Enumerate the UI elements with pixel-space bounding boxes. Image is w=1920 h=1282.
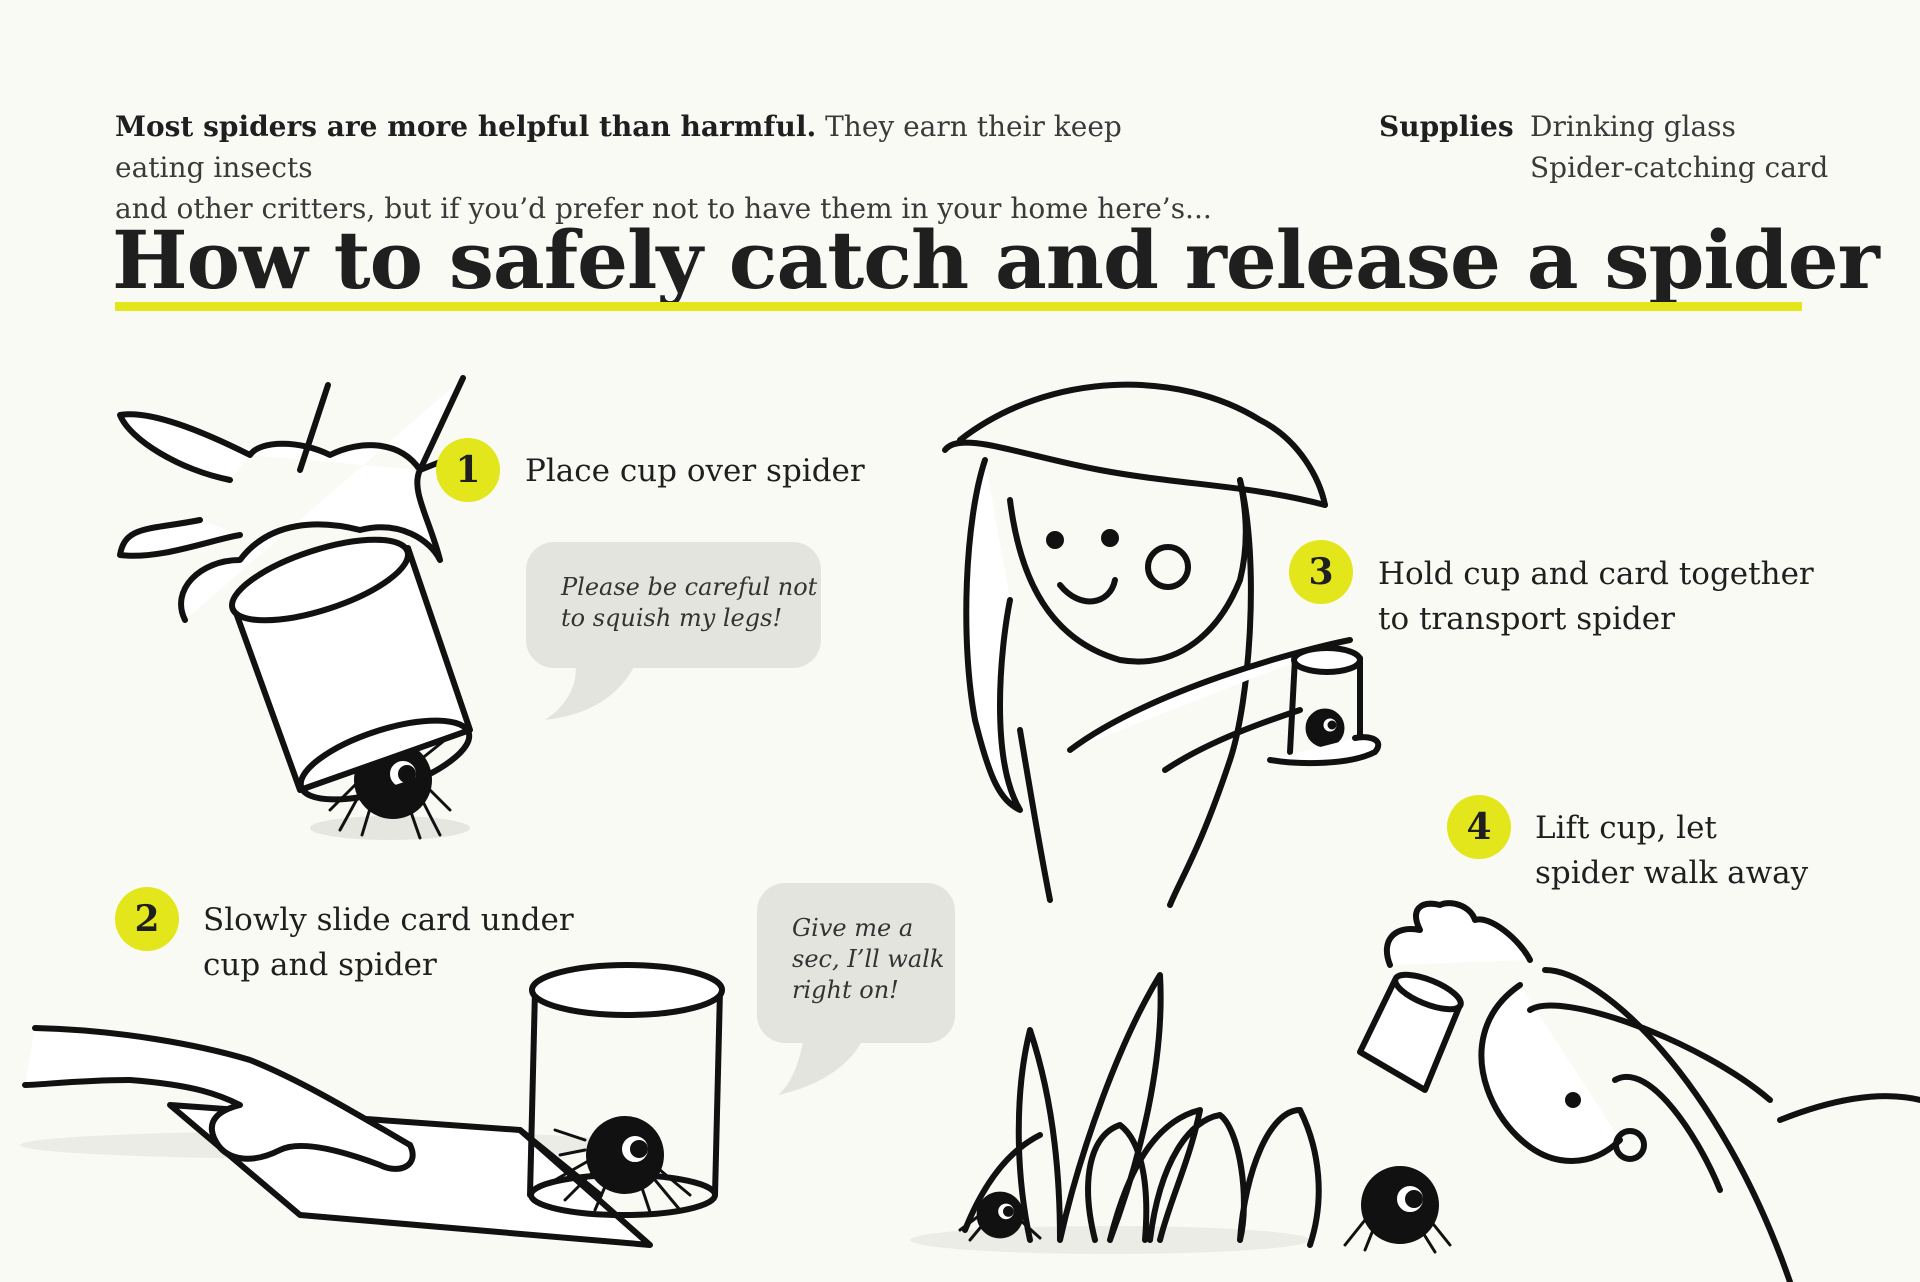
step-4-line: spider walk away bbox=[1535, 855, 1809, 891]
intro-line2: and other critters, but if you’d prefer … bbox=[115, 192, 1212, 225]
step-2-line: Slowly slide card under bbox=[203, 902, 574, 938]
step-4-badge: 4 bbox=[1447, 795, 1511, 859]
supplies-label: Supplies bbox=[1379, 110, 1514, 143]
step1-illustration bbox=[117, 375, 473, 840]
intro-paragraph: Most spiders are more helpful than harmf… bbox=[115, 106, 1215, 229]
bubble2-tail bbox=[778, 1030, 865, 1095]
step-3-line: Hold cup and card together bbox=[1378, 556, 1814, 592]
bubble-2-line: sec, I’ll walk bbox=[792, 945, 945, 973]
bubble-2-line: right on! bbox=[792, 976, 899, 1004]
bubble-2-line: Give me a bbox=[792, 914, 914, 942]
intro-bold-lead: Most spiders are more helpful than harmf… bbox=[115, 110, 817, 143]
step-2-badge: 2 bbox=[115, 887, 179, 951]
speech-bubble-2: Give me a sec, I’ll walk right on! bbox=[757, 883, 955, 1043]
step-1-line: Place cup over spider bbox=[525, 453, 865, 489]
spider-step4a bbox=[958, 1191, 1042, 1242]
step4-illustration bbox=[910, 900, 1920, 1282]
step-1-text: Place cup over spider bbox=[525, 449, 865, 494]
page-title: How to safely catch and release a spider bbox=[112, 213, 1880, 307]
title-underline bbox=[115, 302, 1802, 311]
step-2-text: Slowly slide card under cup and spider bbox=[203, 898, 574, 988]
bubble1-tail bbox=[545, 660, 635, 720]
step-2-line: cup and spider bbox=[203, 947, 437, 983]
step-4-line: Lift cup, let bbox=[1535, 810, 1717, 846]
step-3-line: to transport spider bbox=[1378, 601, 1675, 637]
bubble-1-line: Please be careful not bbox=[561, 573, 818, 601]
supplies-list: Drinking glass Spider-catching card bbox=[1530, 106, 1828, 188]
step-1-badge: 1 bbox=[436, 438, 500, 502]
step2-illustration bbox=[20, 962, 725, 1248]
step-3-badge: 3 bbox=[1289, 540, 1353, 604]
step3-illustration bbox=[942, 381, 1382, 908]
step-4-text: Lift cup, let spider walk away bbox=[1535, 806, 1808, 896]
spider-step4b bbox=[1343, 1169, 1452, 1254]
bubble-1-line: to squish my legs! bbox=[561, 604, 783, 632]
intro-line1: They earn their keep eating insects bbox=[115, 110, 1122, 184]
step-3-text: Hold cup and card together to transport … bbox=[1378, 552, 1814, 642]
supplies-item: Drinking glass bbox=[1530, 110, 1736, 143]
supplies-item: Spider-catching card bbox=[1530, 151, 1829, 184]
speech-bubble-1: Please be careful not to squish my legs! bbox=[526, 542, 821, 668]
spider-step3 bbox=[1305, 708, 1345, 748]
